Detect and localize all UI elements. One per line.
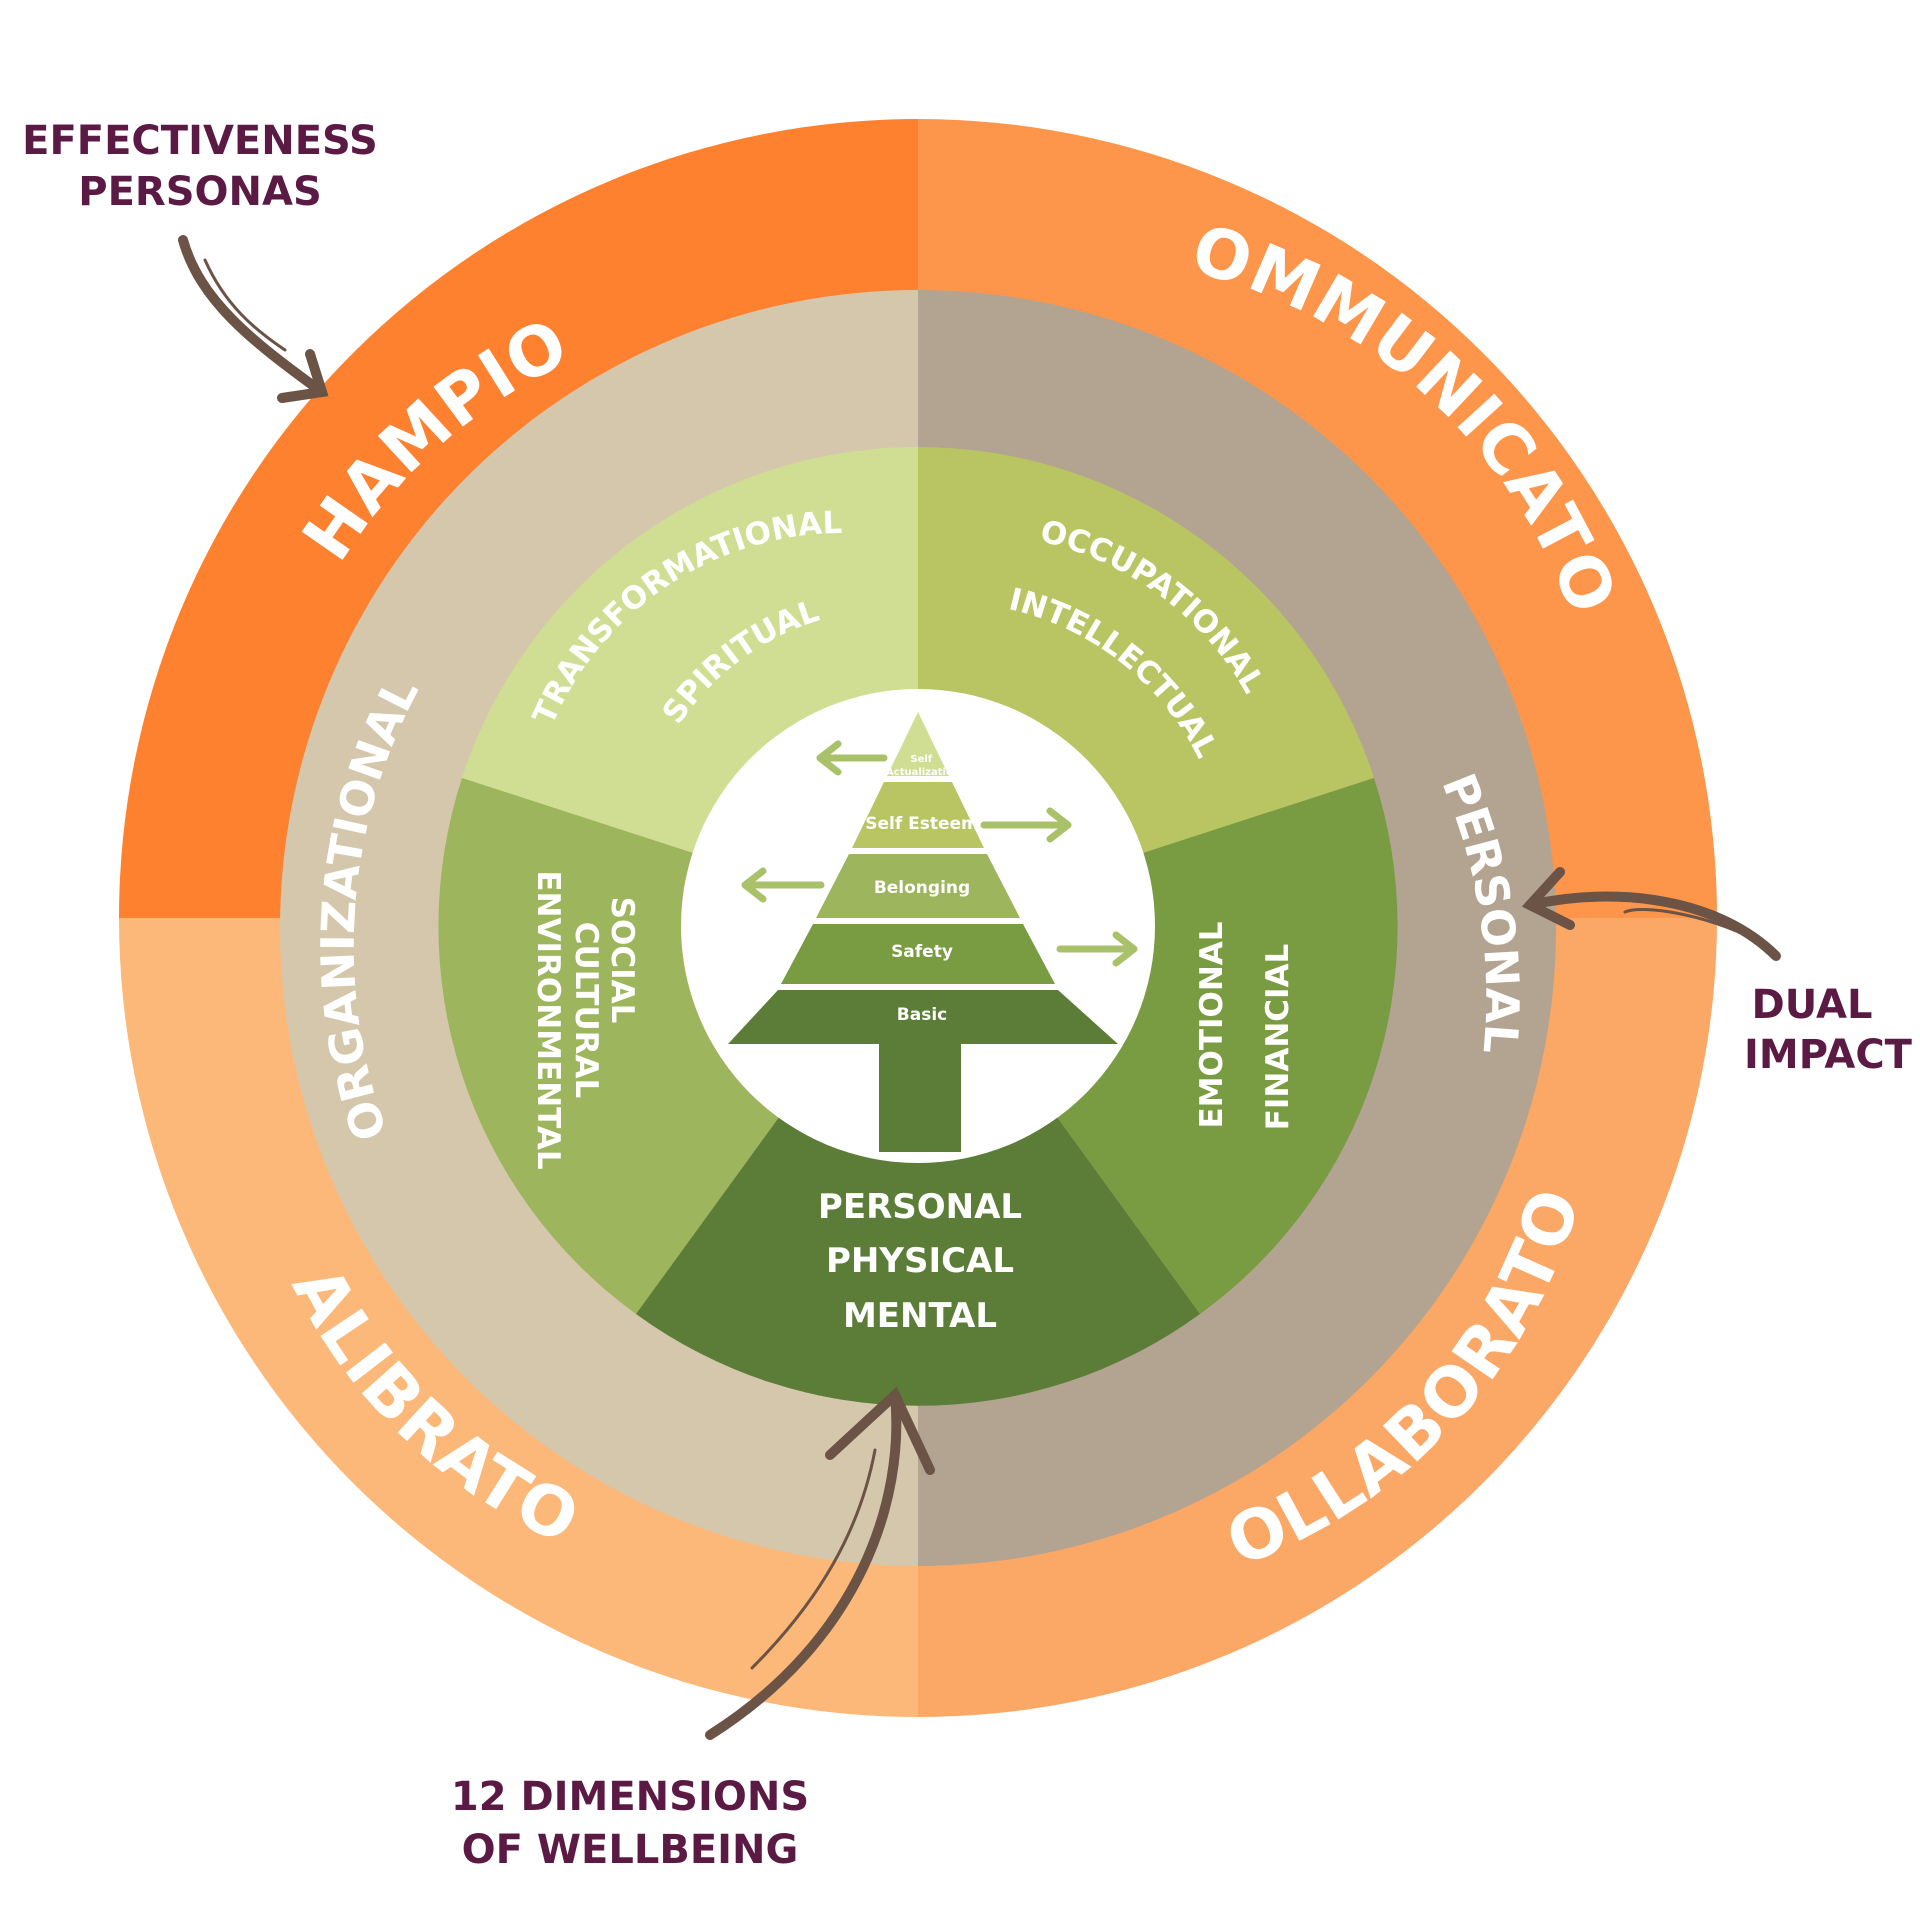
callout-effectiveness: EFFECTIVENESS PERSONAS xyxy=(22,118,378,403)
pyramid-label-4: Self Esteem xyxy=(865,814,979,834)
callout-effectiveness-line1: EFFECTIVENESS xyxy=(22,118,378,164)
arrow-left-icon xyxy=(741,867,825,903)
pyramid-level-1 xyxy=(728,990,1118,1044)
right-dimension-labels: EMOTIONAL FINANCIAL xyxy=(1194,921,1296,1130)
callout-dimensions: 12 DIMENSIONS OF WELLBEING xyxy=(451,1386,935,1873)
pyramid-label-3: Belonging xyxy=(874,878,970,898)
pyramid-level-5 xyxy=(887,712,949,776)
callout-arrow-icon xyxy=(705,1390,902,1740)
label-mental: MENTAL xyxy=(843,1296,997,1336)
label-emotional: EMOTIONAL xyxy=(1194,921,1230,1128)
callout-dual-line2: IMPACT xyxy=(1744,1032,1913,1078)
pyramid-level-4 xyxy=(852,782,984,848)
arrow-right-icon xyxy=(1056,931,1138,967)
dimension-wheel xyxy=(438,446,1398,1406)
arrow-left-icon xyxy=(816,740,888,776)
tree-trunk xyxy=(879,1044,961,1152)
arrow-right-icon xyxy=(980,807,1072,843)
bottom-dimension-labels: PERSONAL PHYSICAL MENTAL xyxy=(818,1187,1022,1336)
pyramid-label-2: Safety xyxy=(891,942,953,962)
label-cultural: CULTURAL xyxy=(568,922,604,1098)
left-dimension-labels: SOCIAL CULTURAL ENVIRONMENTAL xyxy=(530,870,640,1169)
needs-pyramid: Self Actualization Self Esteem Belonging… xyxy=(728,712,1138,1152)
pyramid-label-1: Basic xyxy=(897,1005,947,1025)
callout-dual-impact: DUAL IMPACT xyxy=(1521,867,1913,1078)
pyramid-arrows xyxy=(741,740,1138,967)
callout-dimensions-line2: OF WELLBEING xyxy=(462,1827,799,1873)
callout-effectiveness-line2: PERSONAS xyxy=(78,169,322,215)
label-environmental: ENVIRONMENTAL xyxy=(530,870,566,1169)
wedge-bottom xyxy=(636,926,1200,1406)
pyramid-label-5: Self Actualization xyxy=(886,754,960,778)
label-personal: PERSONAL xyxy=(818,1187,1022,1227)
callout-arrow-icon xyxy=(178,235,327,397)
label-social: SOCIAL xyxy=(604,897,640,1024)
callout-dimensions-line1: 12 DIMENSIONS xyxy=(451,1774,809,1820)
pyramid-level-2 xyxy=(781,924,1055,984)
callout-dual-line1: DUAL xyxy=(1752,982,1873,1028)
label-financial: FINANCIAL xyxy=(1260,944,1296,1131)
label-physical: PHYSICAL xyxy=(826,1241,1014,1281)
pyramid-level-3 xyxy=(816,854,1020,918)
